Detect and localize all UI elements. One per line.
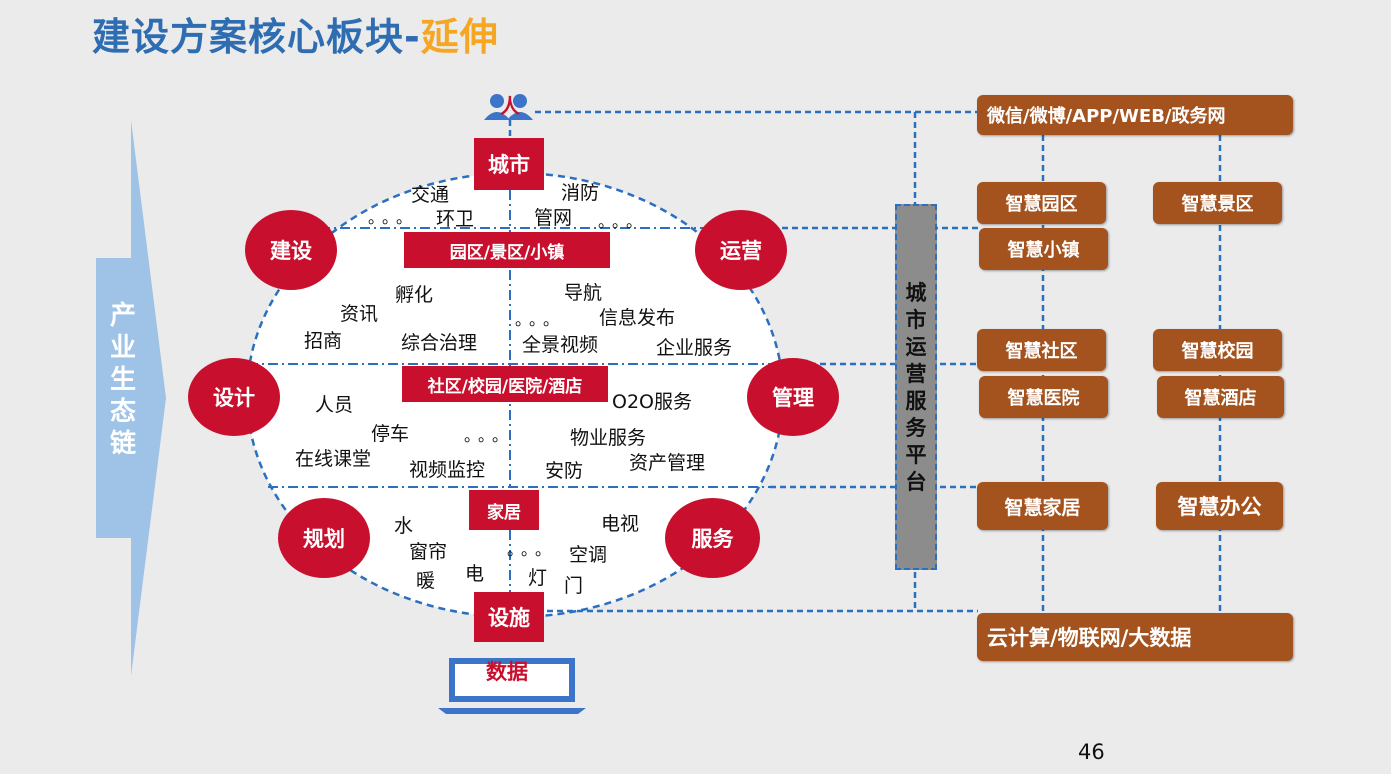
word-traffic: 交通: [411, 184, 450, 206]
smart-community: 智慧社区: [977, 329, 1106, 371]
word-governance: 综合治理: [401, 332, 478, 354]
users-icon: [484, 94, 533, 120]
operation-platform-label: 城市运营服务平台: [905, 281, 927, 494]
word-parking: 停车: [371, 423, 410, 445]
word-online-class: 在线课堂: [295, 448, 372, 470]
dots-community: 。。。: [464, 426, 515, 445]
word-door: 门: [564, 575, 584, 597]
city-node: 城市: [474, 138, 544, 190]
smart-hotel: 智慧酒店: [1157, 376, 1284, 418]
ecosystem-arrow: [96, 120, 166, 676]
word-asset: 资产管理: [629, 452, 706, 474]
word-pipe: 管网: [534, 207, 573, 229]
page-number: 46: [1078, 740, 1105, 764]
operation-platform: [895, 204, 937, 570]
word-sanitation: 环卫: [436, 208, 475, 230]
layer-community: 社区/校园/医院/酒店: [402, 366, 608, 402]
smart-campus: 智慧校园: [1153, 329, 1282, 371]
word-fire: 消防: [561, 182, 600, 204]
smart-hospital: 智慧医院: [979, 376, 1108, 418]
word-property: 物业服务: [570, 427, 647, 449]
word-invest: 招商: [304, 330, 343, 352]
word-video-monitor: 视频监控: [409, 459, 486, 481]
petal-operate: 运营: [695, 210, 787, 290]
word-panorama: 全景视频: [522, 334, 599, 356]
word-news: 资讯: [340, 303, 379, 325]
dots-home: 。。。: [507, 540, 558, 559]
data-node-label: 数据: [486, 660, 528, 684]
word-info-publish: 信息发布: [599, 307, 676, 329]
word-navigation: 导航: [564, 282, 603, 304]
word-o2o: O2O服务: [612, 391, 692, 413]
petal-plan: 规划: [278, 498, 370, 578]
layer-park: 园区/景区/小镇: [404, 232, 610, 268]
smart-home: 智慧家居: [977, 482, 1108, 530]
dots-city-right: 。。。: [598, 212, 649, 231]
word-security: 安防: [545, 460, 584, 482]
title-main: 建设方案核心板块-: [92, 15, 421, 59]
word-personnel: 人员: [315, 394, 354, 416]
dots-park: 。。。: [515, 310, 566, 329]
word-tv: 电视: [601, 513, 640, 535]
petal-manage: 管理: [747, 358, 839, 436]
word-light: 灯: [528, 567, 548, 589]
word-incubation: 孵化: [395, 284, 434, 306]
petal-design: 设计: [188, 358, 280, 436]
title-accent: 延伸: [420, 15, 499, 59]
word-electric: 电: [465, 563, 485, 585]
word-heating: 暖: [416, 570, 436, 592]
user-node-label: 人: [500, 94, 520, 118]
channels-bottom: 云计算/物联网/大数据: [977, 613, 1293, 661]
word-water: 水: [394, 515, 414, 537]
ecosystem-chain-label: 产业生态链: [109, 301, 136, 459]
smart-scenic: 智慧景区: [1153, 182, 1282, 224]
smart-park: 智慧园区: [977, 182, 1106, 224]
layer-home: 家居: [469, 490, 539, 530]
petal-service: 服务: [665, 498, 760, 578]
petal-build: 建设: [245, 210, 337, 290]
page-title: 建设方案核心板块-延伸: [92, 6, 499, 61]
facility-node: 设施: [474, 592, 544, 642]
word-enterprise: 企业服务: [656, 337, 733, 359]
smart-town: 智慧小镇: [979, 228, 1108, 270]
laptop-icon: [438, 658, 586, 714]
channels-top: 微信/微博/APP/WEB/政务网: [977, 95, 1293, 135]
word-curtain: 窗帘: [409, 541, 448, 563]
word-aircon: 空调: [569, 544, 608, 566]
dots-city-left: 。。。: [368, 208, 419, 227]
smart-office: 智慧办公: [1156, 482, 1283, 530]
